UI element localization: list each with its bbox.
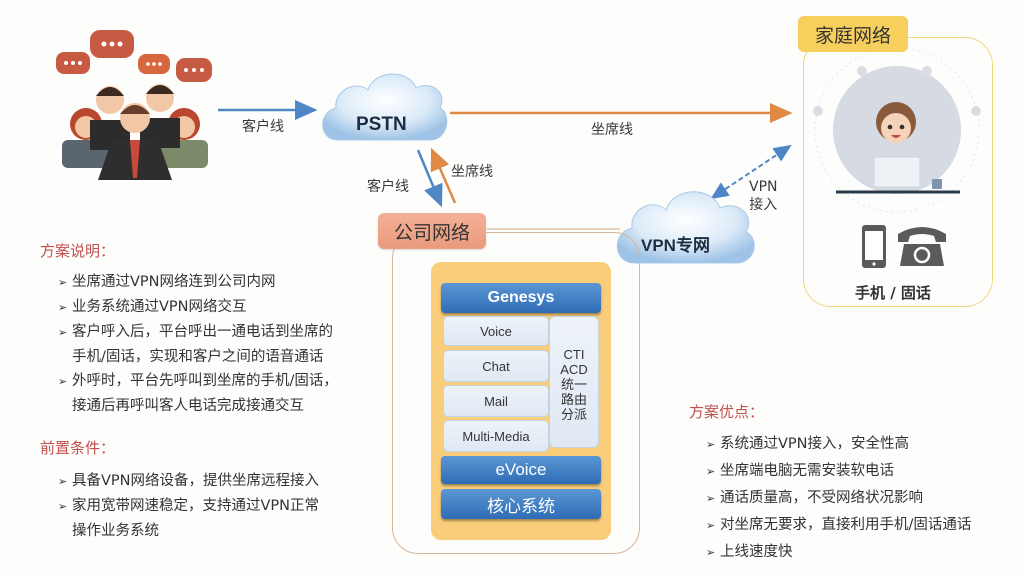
agent-line-label-up: 坐席线 xyxy=(451,164,493,180)
list-item-continuation: 手机/固话，实现和客户之间的语音通话 xyxy=(58,345,338,369)
pstn-cloud xyxy=(322,73,448,141)
channel-voice: Voice xyxy=(443,316,549,346)
bullet-arrow-icon: ➢ xyxy=(58,301,68,314)
company-network-frame xyxy=(392,232,640,554)
core-system-layer: 核心系统 xyxy=(441,489,601,519)
bullet-arrow-icon: ➢ xyxy=(706,546,716,559)
pstn-label: PSTN xyxy=(356,114,407,135)
bullet-arrow-icon: ➢ xyxy=(58,475,68,488)
list-item-text: 接通后再呼叫客人电话完成接通交互 xyxy=(72,398,304,414)
list-item: ➢ 坐席通过VPN网络连到公司内网 xyxy=(58,270,338,295)
list-item: ➢ 上线速度快 xyxy=(706,539,971,566)
list-item: ➢ 对坐席无要求，直接利用手机/固话通话 xyxy=(706,512,971,539)
list-item-text: 手机/固话，实现和客户之间的语音通话 xyxy=(72,349,324,365)
list-item-text: 客户呼入后，平台呼出一通电话到坐席的 xyxy=(72,324,333,340)
advantages-title: 方案优点： xyxy=(689,403,765,421)
pstn-to-company-arrow xyxy=(416,149,443,208)
customer-line-label-down: 客户线 xyxy=(367,179,409,195)
channel-multi-media: Multi-Media xyxy=(443,420,549,452)
channel-chat: Chat xyxy=(443,350,549,382)
list-item-text: 操作业务系统 xyxy=(72,523,159,539)
bullet-arrow-icon: ➢ xyxy=(706,519,716,532)
list-item-text: 上线速度快 xyxy=(720,544,793,560)
list-item: ➢ 系统通过VPN接入，安全性高 xyxy=(706,431,971,458)
list-item: ➢ 外呼时，平台先呼叫到坐席的手机/固话， xyxy=(58,369,338,394)
list-item: ➢ 业务系统通过VPN网络交互 xyxy=(58,295,338,320)
cti-line: 分派 xyxy=(560,407,587,422)
bullet-arrow-icon: ➢ xyxy=(58,500,68,513)
list-item: ➢ 通话质量高，不受网络状况影响 xyxy=(706,485,971,512)
cti-line: ACD xyxy=(560,362,588,377)
advantages-list: ➢ 系统通过VPN接入，安全性高 ➢ 坐席端电脑无需安装软电话 ➢ 通话质量高，不受网… xyxy=(706,431,971,566)
landline-phone-icon xyxy=(898,227,946,266)
list-item-continuation: 接通后再呼叫客人电话完成接通交互 xyxy=(58,394,338,418)
prerequisites-list: ➢具备VPN网络设备，提供坐席远程接入 ➢家用宽带网速稳定，支持通过VPN正常 … xyxy=(58,469,319,543)
cti-line: CTI xyxy=(563,347,585,362)
phone-caption: 手机 / 固话 xyxy=(855,284,931,302)
customer-group-illustration xyxy=(56,30,212,180)
list-item-text: 通话质量高，不受网络状况影响 xyxy=(720,490,923,506)
bullet-arrow-icon: ➢ xyxy=(706,438,716,451)
list-item: ➢ 具备VPN网络设备，提供坐席远程接入 xyxy=(58,469,319,494)
list-item: ➢ 客户呼入后，平台呼出一通电话到坐席的 xyxy=(58,320,338,345)
list-item-continuation: 操作业务系统 xyxy=(58,519,319,543)
home-network-frame xyxy=(803,37,993,307)
list-item-text: 系统通过VPN接入，安全性高 xyxy=(720,436,910,452)
list-item-text: 对坐席无要求，直接利用手机/固话通话 xyxy=(720,517,972,533)
list-item-text: 具备VPN网络设备，提供坐席远程接入 xyxy=(72,473,320,489)
home-agent-illustration xyxy=(813,47,981,213)
bullet-arrow-icon: ➢ xyxy=(706,492,716,505)
vpn-cloud-label: VPN专网 xyxy=(641,236,710,255)
bullet-arrow-icon: ➢ xyxy=(58,326,68,339)
cti-line: 统一 xyxy=(560,377,587,392)
bullet-arrow-icon: ➢ xyxy=(58,375,68,388)
list-item-text: 家用宽带网速稳定，支持通过VPN正常 xyxy=(72,498,320,514)
vpn-access-label-line2: 接入 xyxy=(749,197,778,213)
vpn-access-label: VPN 接入 xyxy=(749,178,778,214)
agent-line-label-top: 坐席线 xyxy=(591,122,633,138)
genesys-layer: Genesys xyxy=(441,283,601,313)
channel-mail: Mail xyxy=(443,385,549,417)
list-item-text: 坐席端电脑无需安装软电话 xyxy=(720,463,894,479)
list-item: ➢ 家用宽带网速稳定，支持通过VPN正常 xyxy=(58,494,319,519)
cti-acd-routing: CTI ACD 统一 路由 分派 xyxy=(549,316,599,448)
company-to-pstn-arrow xyxy=(430,147,457,204)
prerequisites-title: 前置条件： xyxy=(40,439,116,457)
cti-line: 路由 xyxy=(560,392,587,407)
list-item-text: 业务系统通过VPN网络交互 xyxy=(72,299,247,315)
bullet-arrow-icon: ➢ xyxy=(58,276,68,289)
list-item-text: 外呼时，平台先呼叫到坐席的手机/固话， xyxy=(72,373,338,389)
list-item: ➢ 坐席端电脑无需安装软电话 xyxy=(706,458,971,485)
list-item-text: 坐席通过VPN网络连到公司内网 xyxy=(72,274,276,290)
home-network-title: 家庭网络 xyxy=(798,16,908,52)
plan-description-title: 方案说明： xyxy=(40,242,116,260)
customer-line-label: 客户线 xyxy=(242,119,284,135)
evoice-layer: eVoice xyxy=(441,456,601,484)
mobile-phone-icon xyxy=(862,225,886,268)
vpn-access-label-line1: VPN xyxy=(749,179,778,195)
plan-description-list: ➢ 坐席通过VPN网络连到公司内网 ➢ 业务系统通过VPN网络交互 ➢ 客户呼入后，平… xyxy=(58,270,338,418)
company-network-title: 公司网络 xyxy=(378,213,486,249)
bullet-arrow-icon: ➢ xyxy=(706,465,716,478)
vpn-cloud xyxy=(616,191,755,264)
